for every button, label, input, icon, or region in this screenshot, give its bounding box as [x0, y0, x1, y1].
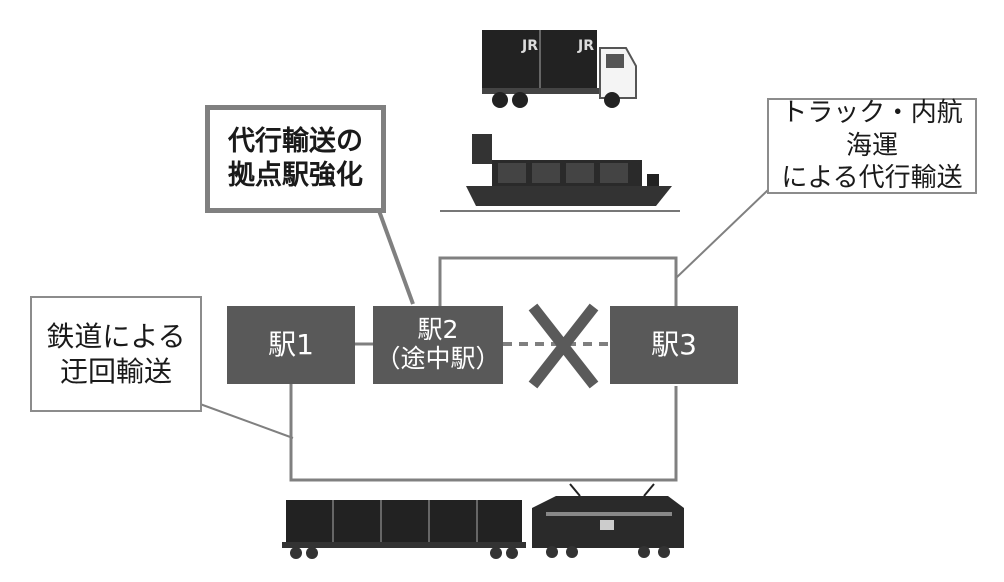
- svg-text:JR: JR: [521, 38, 538, 54]
- hub-station-callout: 代行輸送の 拠点駅強化: [205, 105, 386, 213]
- station-3-label: 駅3: [651, 327, 697, 361]
- rail-detour-route-line: [289, 384, 678, 482]
- truck-ship-route-line: [438, 256, 678, 306]
- svg-text:JR: JR: [577, 38, 594, 54]
- station-1: 駅1: [227, 306, 355, 384]
- hub-callout-leader: [376, 207, 415, 305]
- truck-ship-callout-line2: による代行輸送: [781, 163, 963, 194]
- station-1-label: 駅1: [268, 327, 314, 361]
- ship-icon: [440, 134, 680, 212]
- truck-ship-callout: トラック・内航海運 による代行輸送: [767, 98, 977, 194]
- station-2-sublabel: （途中駅）: [375, 344, 501, 373]
- freight-train-icon: [282, 483, 684, 559]
- station-2: 駅2 （途中駅）: [373, 306, 503, 384]
- truck-icon: JR JR: [482, 30, 637, 108]
- station-3: 駅3: [610, 306, 738, 384]
- rail-detour-callout: 鉄道による 迂回輸送: [30, 296, 202, 412]
- hub-callout-line1: 代行輸送の: [228, 126, 363, 158]
- truck-ship-callout-line1: トラック・内航海運: [781, 98, 963, 161]
- rail-detour-callout-line2: 迂回輸送: [59, 355, 172, 388]
- hub-callout-line2: 拠点駅強化: [228, 160, 363, 191]
- truck-ship-callout-leader: [675, 189, 769, 279]
- rail-detour-callout-line1: 鉄道による: [46, 320, 186, 353]
- blocked-cross-icon: [528, 303, 599, 389]
- rail-detour-callout-leader: [199, 403, 294, 439]
- station-2-label: 駅2: [417, 315, 459, 345]
